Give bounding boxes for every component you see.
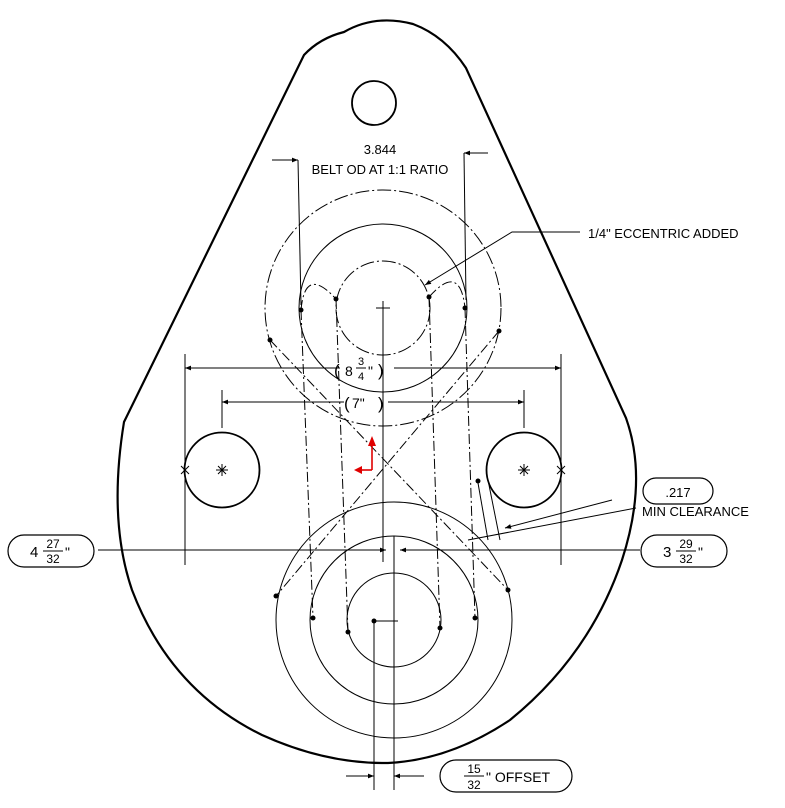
belt-line-3 xyxy=(335,298,349,633)
plate-outline xyxy=(116,19,638,765)
left-offset-den: 32 xyxy=(46,552,60,566)
eccentric-label: 1/4" ECCENTRIC ADDED xyxy=(588,226,739,241)
clearance-value: .217 xyxy=(665,485,690,500)
left-offset-num: 27 xyxy=(46,537,60,551)
svg-text:": " xyxy=(368,363,373,379)
left-offset-whole: 4 xyxy=(30,544,38,561)
right-offset-den: 32 xyxy=(679,552,693,566)
belt-line-1 xyxy=(300,309,314,619)
belt-wrap-upper xyxy=(300,283,337,311)
clearance-label: MIN CLEARANCE xyxy=(642,504,749,519)
right-offset-whole: 3 xyxy=(663,544,671,561)
svg-text:): ) xyxy=(378,361,384,380)
belt-od-label: BELT OD AT 1:1 RATIO xyxy=(312,162,449,177)
inner-spacing-value: 7" xyxy=(352,395,365,411)
outer-spacing-dimension: ( 8 3 4 " ) xyxy=(184,354,562,565)
origin-axis-icon xyxy=(354,436,376,474)
left-hole-center-mark xyxy=(216,464,228,476)
svg-text:": " xyxy=(65,544,70,560)
belt-cross-2 xyxy=(275,330,500,597)
outer-spacing-whole: 8 xyxy=(345,363,353,379)
right-offset-badge: 3 29 32 " xyxy=(640,534,728,568)
tangent-points xyxy=(267,294,511,635)
bottom-offset-dimension: 15 32 " OFFSET xyxy=(346,759,573,793)
bottom-offset-den: 32 xyxy=(467,778,481,792)
bottom-offset-label: " OFFSET xyxy=(486,769,551,785)
inner-spacing-dimension: ( 7" ) xyxy=(221,390,525,428)
top-hole xyxy=(351,80,397,126)
belt-line-4 xyxy=(428,296,441,629)
offset-dimensions xyxy=(98,315,640,790)
right-hole-center-mark xyxy=(518,464,530,476)
clearance-callout: .217 MIN CLEARANCE xyxy=(467,477,749,541)
eccentric-callout: 1/4" ECCENTRIC ADDED xyxy=(424,226,739,286)
belt-od-value: 3.844 xyxy=(364,142,397,157)
bottom-offset-num: 15 xyxy=(467,762,481,776)
svg-text:): ) xyxy=(378,394,384,413)
right-offset-num: 29 xyxy=(679,537,693,551)
belt-line-2 xyxy=(464,307,476,619)
upper-center-mark xyxy=(376,301,390,315)
belt-cross-1 xyxy=(269,339,509,591)
svg-text:(: ( xyxy=(344,394,350,413)
belt-od-dimension: 3.844 BELT OD AT 1:1 RATIO xyxy=(272,142,488,306)
svg-text:": " xyxy=(698,544,703,560)
bottom-offset-badge xyxy=(439,759,573,793)
svg-text:(: ( xyxy=(334,361,340,380)
clearance-badge xyxy=(642,477,714,505)
outer-spacing-num: 3 xyxy=(358,356,364,368)
belt-wrap-upper-right xyxy=(428,281,466,309)
outer-spacing-den: 4 xyxy=(358,371,364,383)
left-offset-badge: 4 27 32 " xyxy=(7,534,95,568)
